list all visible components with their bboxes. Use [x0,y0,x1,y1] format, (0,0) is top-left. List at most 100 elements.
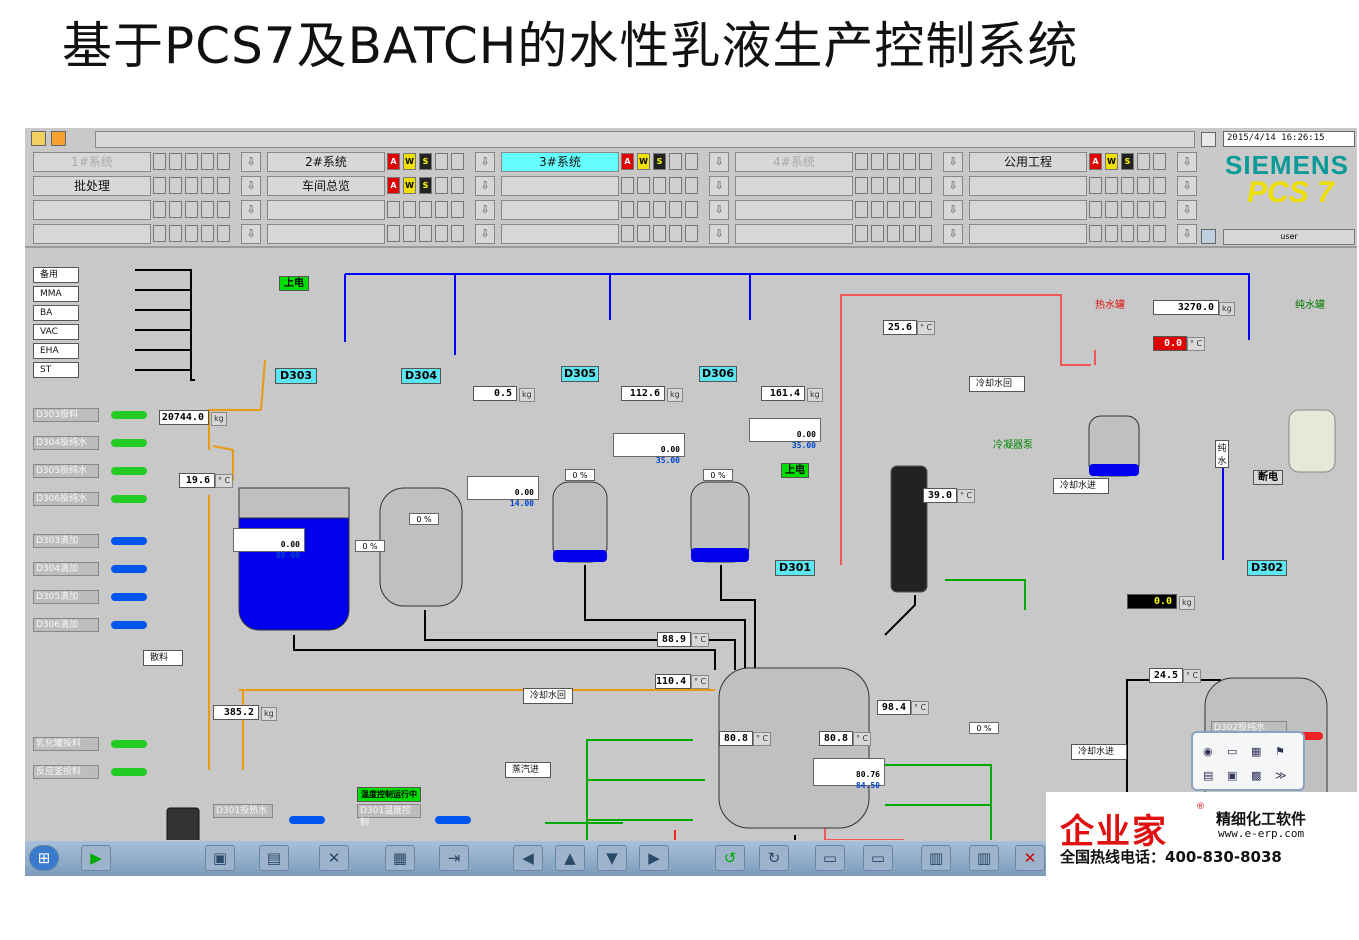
area-down-arrow-icon[interactable]: ⇩ [1177,152,1197,172]
area-button[interactable] [501,200,619,220]
area-down-arrow-icon[interactable]: ⇩ [241,152,261,172]
area-down-arrow-icon[interactable]: ⇩ [1177,224,1197,244]
area-down-arrow-icon[interactable]: ⇩ [1177,176,1197,196]
area-button[interactable]: 1#系统 [33,152,151,172]
area-down-arrow-icon[interactable]: ⇩ [943,200,963,220]
area-down-arrow-icon[interactable]: ⇩ [709,200,729,220]
window-icon[interactable]: ▭ [815,845,845,871]
redo-icon[interactable]: ↻ [759,845,789,871]
play-icon[interactable]: ▶ [81,845,111,871]
tray-icon[interactable]: ▩ [1251,769,1262,782]
area-button[interactable] [735,224,853,244]
area-down-arrow-icon[interactable]: ⇩ [943,152,963,172]
area-button[interactable] [267,200,385,220]
area-button[interactable] [501,176,619,196]
area-button[interactable] [969,200,1087,220]
area-down-arrow-icon[interactable]: ⇩ [709,224,729,244]
tray-icon[interactable]: ⚑ [1275,745,1285,758]
feed-button[interactable]: D305投纯水 [33,464,99,478]
tray-icon[interactable]: ▤ [1203,769,1214,782]
chart-icon[interactable]: ✕ [319,845,349,871]
feed-button[interactable]: 反应釜投料 [33,765,99,779]
alarm-indicator-a[interactable]: A [387,153,400,170]
area-button[interactable]: 批处理 [33,176,151,196]
alarm-indicator-a[interactable]: A [387,177,400,194]
area-button[interactable] [969,224,1087,244]
folder-icon[interactable] [31,131,46,146]
area-button[interactable]: 车间总览 [267,176,385,196]
user-field[interactable]: user [1223,229,1355,245]
area-button[interactable]: 2#系统 [267,152,385,172]
feed-button[interactable]: D304投纯水 [33,436,99,450]
d303-tag[interactable]: D303 [275,368,317,384]
area-down-arrow-icon[interactable]: ⇩ [943,224,963,244]
area-button[interactable] [735,176,853,196]
alarm-indicator-s[interactable]: S [1121,153,1134,170]
tool-icon[interactable]: ▣ [205,845,235,871]
area-down-arrow-icon[interactable]: ⇩ [475,224,495,244]
alarm-indicator-w[interactable]: W [1105,153,1118,170]
d301-tag[interactable]: D301 [775,560,815,576]
area-down-arrow-icon[interactable]: ⇩ [943,176,963,196]
alarm-indicator-a[interactable]: A [621,153,634,170]
area-down-arrow-icon[interactable]: ⇩ [709,176,729,196]
d302-tag[interactable]: D302 [1247,560,1287,576]
refresh-icon[interactable]: ↺ [715,845,745,871]
tray-icon[interactable]: ▭ [1227,745,1238,758]
feed-button[interactable]: D305滴加 [33,590,99,604]
area-button[interactable]: 4#系统 [735,152,853,172]
area-down-arrow-icon[interactable]: ⇩ [241,200,261,220]
feed-button[interactable]: D306滴加 [33,618,99,632]
start-icon[interactable]: ⊞ [29,845,59,871]
alarm-indicator-s[interactable]: S [419,177,432,194]
area-down-arrow-icon[interactable]: ⇩ [475,200,495,220]
report-icon[interactable]: ▦ [385,845,415,871]
close-icon[interactable]: ✕ [1015,845,1045,871]
alarm-indicator-w[interactable]: W [637,153,650,170]
area-button[interactable] [735,200,853,220]
feed-button[interactable]: D303投料 [33,408,99,422]
area-button[interactable] [33,224,151,244]
doc-icon[interactable]: ▤ [259,845,289,871]
d304-tag[interactable]: D304 [401,368,441,384]
alarm-indicator-s[interactable]: S [653,153,666,170]
calendar-icon[interactable] [1201,132,1216,147]
area-button[interactable] [501,224,619,244]
area-button[interactable] [969,176,1087,196]
down-icon[interactable]: ▼ [597,845,627,871]
alarm-indicator-a[interactable]: A [1089,153,1102,170]
forward-icon[interactable]: ▶ [639,845,669,871]
area-down-arrow-icon[interactable]: ⇩ [241,176,261,196]
tray-icon[interactable]: ▣ [1227,769,1238,782]
tray-icon[interactable]: ◉ [1203,745,1213,758]
area-down-arrow-icon[interactable]: ⇩ [475,152,495,172]
area-button[interactable] [267,224,385,244]
area-button[interactable]: 公用工程 [969,152,1087,172]
area-down-arrow-icon[interactable]: ⇩ [709,152,729,172]
area-down-arrow-icon[interactable]: ⇩ [1177,200,1197,220]
d305-tag[interactable]: D305 [561,366,599,382]
feed-button[interactable]: D306投纯水 [33,492,99,506]
tray-icon[interactable]: ≫ [1275,769,1287,782]
message-line[interactable] [95,131,1195,148]
area-button[interactable]: 3#系统 [501,152,619,172]
export-icon[interactable]: ⇥ [439,845,469,871]
warning-icon[interactable] [51,131,66,146]
alarm-indicator-w[interactable]: W [403,177,416,194]
d301-heat-button[interactable]: D301投热水 [213,804,273,818]
feed-button[interactable]: D303滴加 [33,534,99,548]
d306-tag[interactable]: D306 [699,366,737,382]
area-button[interactable] [33,200,151,220]
window2-icon[interactable]: ▭ [863,845,893,871]
d301-temp-control-button[interactable]: D301温度控制 [357,804,421,828]
up-icon[interactable]: ▲ [555,845,585,871]
area-down-arrow-icon[interactable]: ⇩ [241,224,261,244]
screens2-icon[interactable]: ▥ [969,845,999,871]
monitor-icon[interactable] [1201,229,1216,244]
alarm-indicator-w[interactable]: W [403,153,416,170]
area-down-arrow-icon[interactable]: ⇩ [475,176,495,196]
screens-icon[interactable]: ▥ [921,845,951,871]
tray-icon[interactable]: ▦ [1251,745,1262,758]
feed-button[interactable]: D304滴加 [33,562,99,576]
alarm-indicator-s[interactable]: S [419,153,432,170]
